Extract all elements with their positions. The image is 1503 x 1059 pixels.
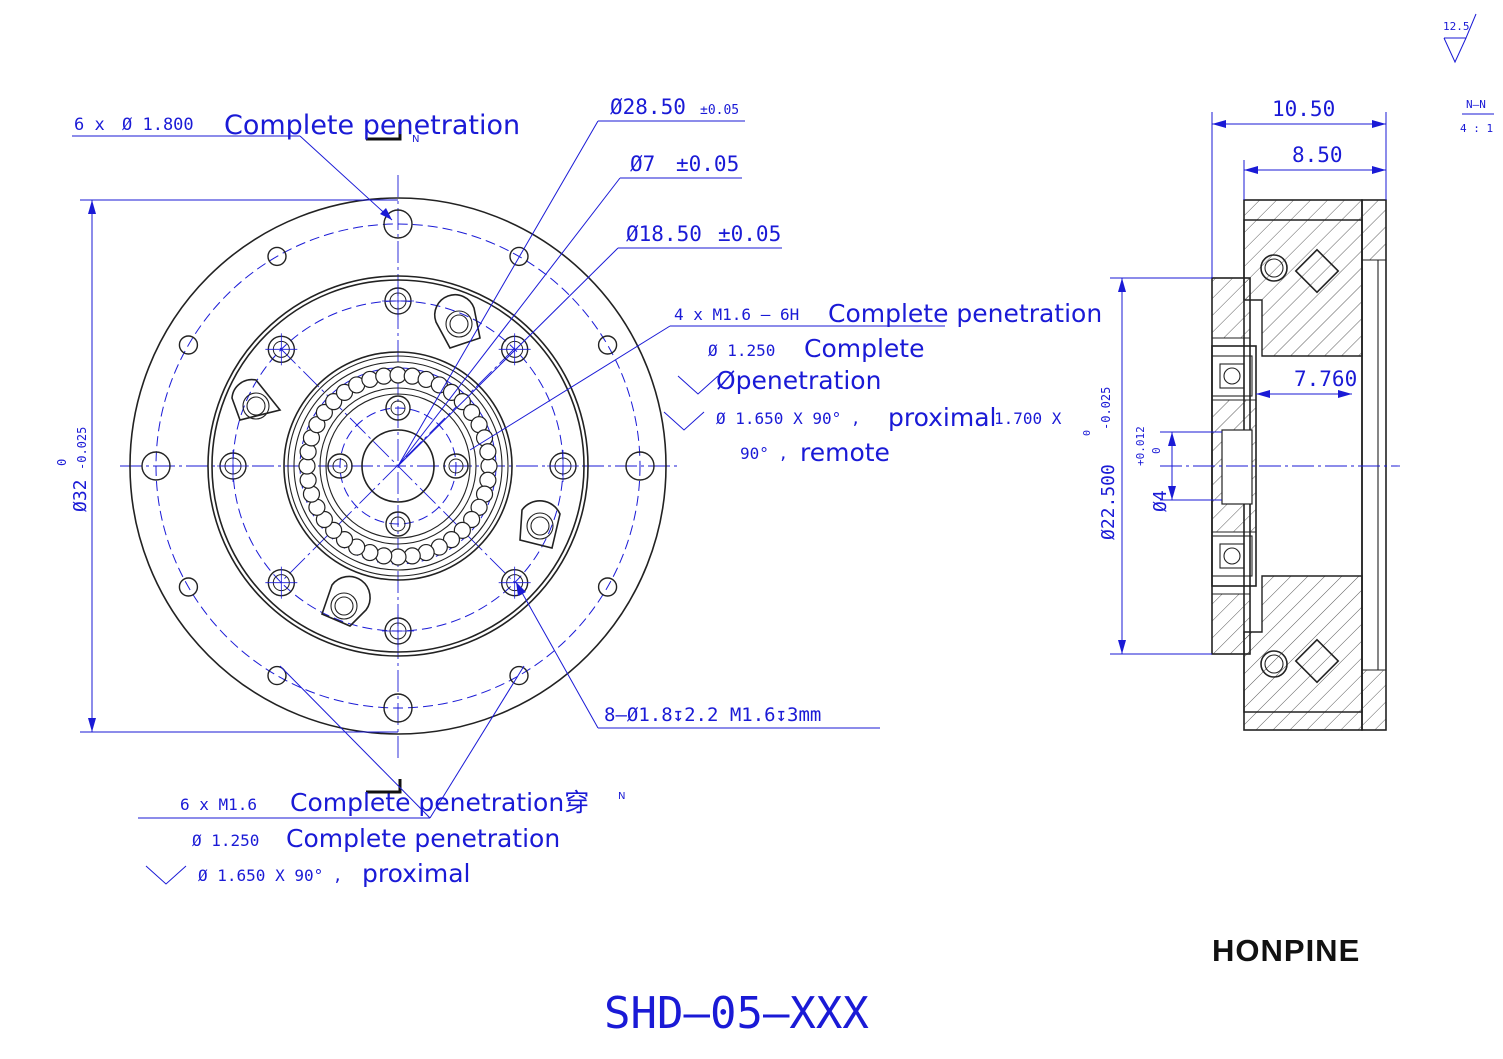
bolt-hole	[178, 577, 199, 597]
dim-10-5: 10.50	[1272, 97, 1335, 121]
bearing-ball	[375, 367, 393, 385]
bearing-ball	[442, 383, 461, 401]
note-right-line3: Øpenetration	[716, 366, 881, 395]
model-title: SHD–05–XXX	[604, 988, 869, 1039]
dim-32-lower: -0.025	[75, 427, 89, 470]
bearing-ball	[403, 547, 421, 565]
note-bottom-line2-a: Ø 1.250	[192, 831, 259, 850]
note-bottom-line2-b: Complete penetration	[286, 824, 560, 853]
bearing-ball	[453, 521, 471, 539]
section-label: N–N 4 : 1	[1460, 98, 1494, 135]
bearing-ball	[335, 531, 354, 549]
bearing-ball-ring	[298, 366, 498, 566]
bolt-hole	[178, 335, 199, 355]
bearing-ball	[325, 393, 343, 411]
dim-7-value: Ø7	[630, 152, 655, 176]
dim-32-upper: 0	[55, 459, 69, 466]
bearing-ball	[298, 457, 316, 475]
inner-tapped-holes	[327, 395, 469, 537]
center-bore	[361, 429, 435, 503]
dim-28-5-tol: ±0.05	[700, 103, 739, 118]
bolt-hole	[267, 246, 287, 267]
inner-hole	[385, 395, 411, 421]
bolt-hole	[625, 451, 655, 481]
dim-7-76: 7.760	[1294, 367, 1357, 391]
dim-4-lower: 0	[1150, 447, 1163, 454]
dim-4-value: Ø4	[1150, 490, 1171, 512]
front-view: N N Ø32 0 -0.025 6 x Ø 1.800 Complete pe…	[55, 95, 1102, 888]
dim-28-5-value: Ø28.50	[610, 95, 686, 119]
bolt-hole	[509, 665, 529, 686]
inner-hole	[385, 511, 411, 537]
brand-logo: HONPINE	[1212, 933, 1360, 968]
bearing-ball	[299, 471, 317, 489]
note-bottom-line1-a: 6 x M1.6	[180, 795, 257, 814]
note-right-line4-b: proximal	[888, 403, 996, 432]
dim-18-5-value: Ø18.50	[626, 222, 702, 246]
bolt-hole	[509, 246, 529, 267]
bolt-hole	[597, 577, 618, 597]
inner-hole-core	[332, 458, 348, 474]
note-bottom-line3-a: Ø 1.650 X 90° ,	[198, 866, 343, 885]
section-label-scale: 4 : 1	[1460, 122, 1493, 135]
inner-hole	[443, 453, 469, 479]
dim-holes: 8–Ø1.8↧2.2 M1.6↧3mm	[604, 704, 821, 726]
note-right-upper-tol: 0	[1082, 430, 1093, 436]
bearing-ball	[480, 457, 498, 475]
bearing-ball	[479, 443, 497, 461]
bolt-hole	[383, 693, 413, 723]
note-right-line2-a: Ø 1.250	[708, 341, 775, 360]
dim-22-5-lower: -0.025	[1099, 387, 1113, 430]
section-marker-top: N	[412, 134, 419, 145]
bolt-hole	[141, 451, 171, 481]
bolt-hole	[383, 209, 413, 239]
inner-hole	[327, 453, 353, 479]
bearing-ball	[389, 366, 407, 384]
note-right-line2-b: Complete	[804, 334, 924, 363]
dim-8-5: 8.50	[1292, 143, 1343, 167]
inner-hole-core	[390, 400, 406, 416]
dim-4-upper: +0.012	[1134, 426, 1147, 466]
bearing-ball	[463, 510, 481, 529]
bolt-hole	[597, 335, 618, 355]
dim-32-value: Ø32	[70, 479, 91, 512]
dim-18-5-tol: ±0.05	[718, 222, 781, 246]
outer-flange-outline	[129, 197, 667, 735]
note-top-left-dia: Ø 1.800	[122, 115, 194, 135]
note-right-line5-b: remote	[800, 438, 890, 467]
inner-hole-core	[448, 458, 464, 474]
dim-7-tol: ±0.05	[676, 152, 739, 176]
roughness-value: 12.5	[1443, 20, 1470, 33]
note-right-line4-c: 1.700 X	[994, 409, 1062, 428]
middle-tapped-holes	[217, 285, 579, 647]
roughness-symbol: 12.5	[1443, 13, 1477, 64]
section-marker-bottom: N	[618, 791, 625, 802]
bearing-ball	[389, 548, 407, 566]
note-right-line1-b: Complete penetration	[828, 299, 1102, 328]
bolt-hole	[267, 665, 287, 686]
note-right-line1-a: 4 x M1.6 – 6H	[674, 305, 799, 324]
dim-22-5-value: Ø22.500	[1098, 464, 1119, 540]
bearing-ball	[315, 403, 333, 422]
note-right-line4-a: Ø 1.650 X 90° ,	[716, 409, 861, 428]
section-label-name: N–N	[1466, 98, 1486, 111]
section-view: 10.50 8.50 7.760 Ø22.500 -0.025 Ø4 +0.01…	[1098, 97, 1400, 731]
note-top-left-text: Complete penetration	[224, 110, 520, 141]
inner-hole-core	[390, 516, 406, 532]
note-top-left-count: 6 x	[74, 115, 105, 135]
note-bottom-line3-b: proximal	[362, 859, 470, 888]
bearing-ball	[325, 521, 343, 539]
note-right-line5-a: 90° ,	[740, 444, 788, 463]
note-bottom-line1-b: Complete penetration穿	[290, 788, 589, 817]
outer-bolt-holes	[141, 209, 655, 723]
